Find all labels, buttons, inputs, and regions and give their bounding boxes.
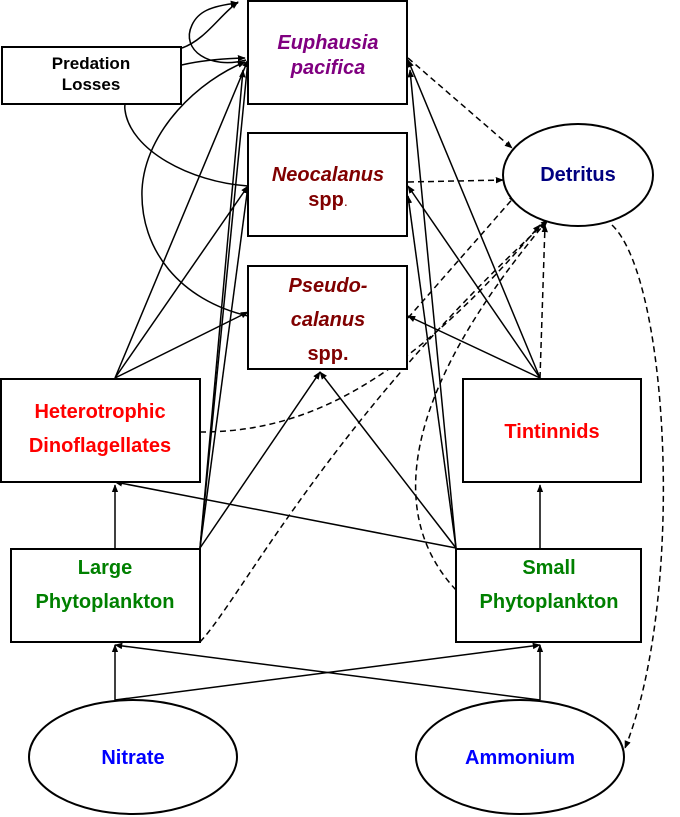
neocalanus-label-2: spp. <box>308 189 347 211</box>
edge-pseudocalanus-to-detritus <box>407 194 517 319</box>
edge-tintinnids-to-neocalanus <box>407 185 541 379</box>
pseudocalanus-label-2: calanus <box>291 309 365 331</box>
edge-ammonium-to-large-phyto <box>114 642 541 701</box>
edge-small-phyto-to-euphausia <box>407 69 457 549</box>
node-nitrate: Nitrate <box>28 699 238 815</box>
edge-detritus-to-ammonium <box>611 224 665 749</box>
edge-small-phyto-to-neocalanus <box>405 195 457 549</box>
edge-heterotrophic-to-pseudocalanus <box>114 311 249 379</box>
edge-small-phyto-to-detritus <box>414 221 547 591</box>
edge-tintinnids-to-pseudocalanus <box>407 315 541 379</box>
edge-euphausia-to-predation-loop <box>188 0 247 64</box>
node-detritus: Detritus <box>502 123 654 227</box>
node-euphausia: Euphausia pacifica <box>247 0 408 105</box>
small-phyto-label-2: Phytoplankton <box>480 591 619 613</box>
node-pseudocalanus: Pseudo- calanus spp. <box>247 265 408 370</box>
ammonium-label: Ammonium <box>465 747 575 769</box>
node-ammonium: Ammonium <box>415 699 625 815</box>
edge-large-phyto-to-detritus <box>199 219 549 643</box>
node-heterotrophic-dinoflagellates: Heterotrophic Dinoflagellates <box>0 378 201 483</box>
edge-large-phyto-to-neocalanus <box>199 185 251 549</box>
heterotrophic-label-2: Dinoflagellates <box>29 435 171 457</box>
edge-euphausia-to-detritus <box>407 57 513 149</box>
tintinnids-label: Tintinnids <box>504 421 599 443</box>
edge-small-phyto-to-pseudocalanus <box>319 371 457 549</box>
predation-losses-label-2: Losses <box>62 75 121 94</box>
pseudocalanus-label-1: Pseudo- <box>289 275 368 297</box>
euphausia-label-2: pacifica <box>290 57 365 79</box>
small-phyto-label-1: Small <box>522 557 575 579</box>
edge-heterotrophic-to-euphausia <box>114 59 249 379</box>
pseudocalanus-label-3: spp. <box>307 343 348 365</box>
heterotrophic-label-1: Heterotrophic <box>34 401 165 423</box>
edge-heterotrophic-to-detritus <box>199 224 541 433</box>
neocalanus-label-1: Neocalanus <box>272 164 384 186</box>
node-tintinnids: Tintinnids <box>462 378 642 483</box>
predation-losses-label-1: Predation <box>52 54 130 73</box>
nitrate-label: Nitrate <box>101 747 164 769</box>
edge-small-phyto-to-heterotrophic <box>114 480 457 549</box>
edge-large-phyto-to-euphausia-b <box>199 69 246 549</box>
edge-pseudocalanus-to-predation <box>141 61 249 317</box>
euphausia-label-1: Euphausia <box>277 32 378 54</box>
node-large-phytoplankton: Large Phytoplankton <box>10 548 201 643</box>
node-predation-losses: Predation Losses <box>1 46 182 105</box>
node-neocalanus: Neocalanus spp. <box>247 132 408 237</box>
edge-tintinnids-to-euphausia <box>407 59 541 379</box>
edge-tintinnids-to-detritus <box>539 224 548 379</box>
edge-neocalanus-to-detritus <box>407 176 504 184</box>
large-phyto-label-1: Large <box>78 557 132 579</box>
large-phyto-label-2: Phytoplankton <box>36 591 175 613</box>
edge-large-phyto-to-pseudocalanus <box>199 371 321 549</box>
node-small-phytoplankton: Small Phytoplankton <box>455 548 642 643</box>
detritus-label: Detritus <box>540 164 616 186</box>
